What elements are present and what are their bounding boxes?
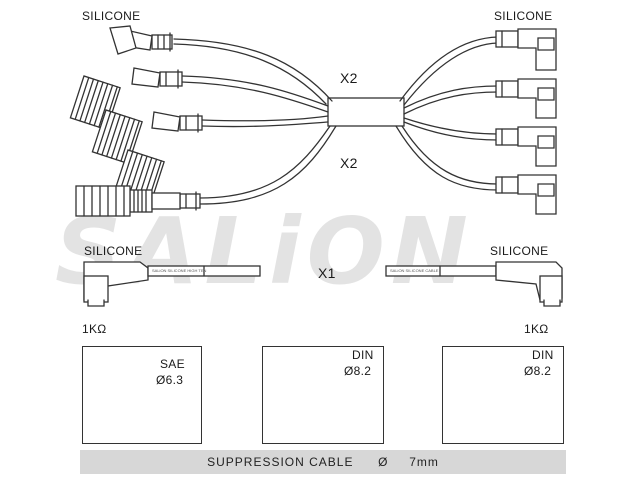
ignition-lead-2 [91,67,557,165]
resistor-label-right: 1KΩ [524,322,549,336]
din-connector-box-left [262,346,384,444]
single-lead-left [83,261,261,307]
sae-connector-box [82,346,202,444]
sae-connector-size: Ø6.3 [156,373,184,387]
coil-boot [75,185,131,217]
ignition-lead-4 [75,125,557,217]
cable-splitter [327,97,405,127]
din-connector-size-left: Ø8.2 [344,364,372,378]
silicone-label-top-right: SILICONE [494,9,553,23]
din-connector-name-left: DIN [352,348,374,362]
quantity-label-x2-lower: X2 [340,155,358,171]
caption-size: 7mm [409,455,439,469]
sae-connector-name: SAE [160,357,185,371]
silicone-label-top-left: SILICONE [82,9,141,23]
caption-bar [80,450,566,474]
quantity-label-x2-upper: X2 [340,70,358,86]
cable-print-left: SALiON SILICONE HIGH TEN [152,268,207,273]
caption: SUPPRESSION CABLE Ø 7mm [80,450,566,474]
caption-text: SUPPRESSION CABLE [207,455,354,469]
caption-diameter-symbol: Ø [378,455,389,469]
silicone-label-mid-right: SILICONE [490,244,549,258]
din-connector-box-right [442,346,564,444]
single-lead-right [385,261,563,307]
silicone-label-mid-left: SILICONE [84,244,143,258]
resistor-label-left: 1KΩ [82,322,107,336]
cable-print-right: SALiON SILICONE CABLE [390,268,439,273]
quantity-label-x1: X1 [318,265,336,281]
din-connector-name-right: DIN [532,348,554,362]
din-connector-size-right: Ø8.2 [524,364,552,378]
